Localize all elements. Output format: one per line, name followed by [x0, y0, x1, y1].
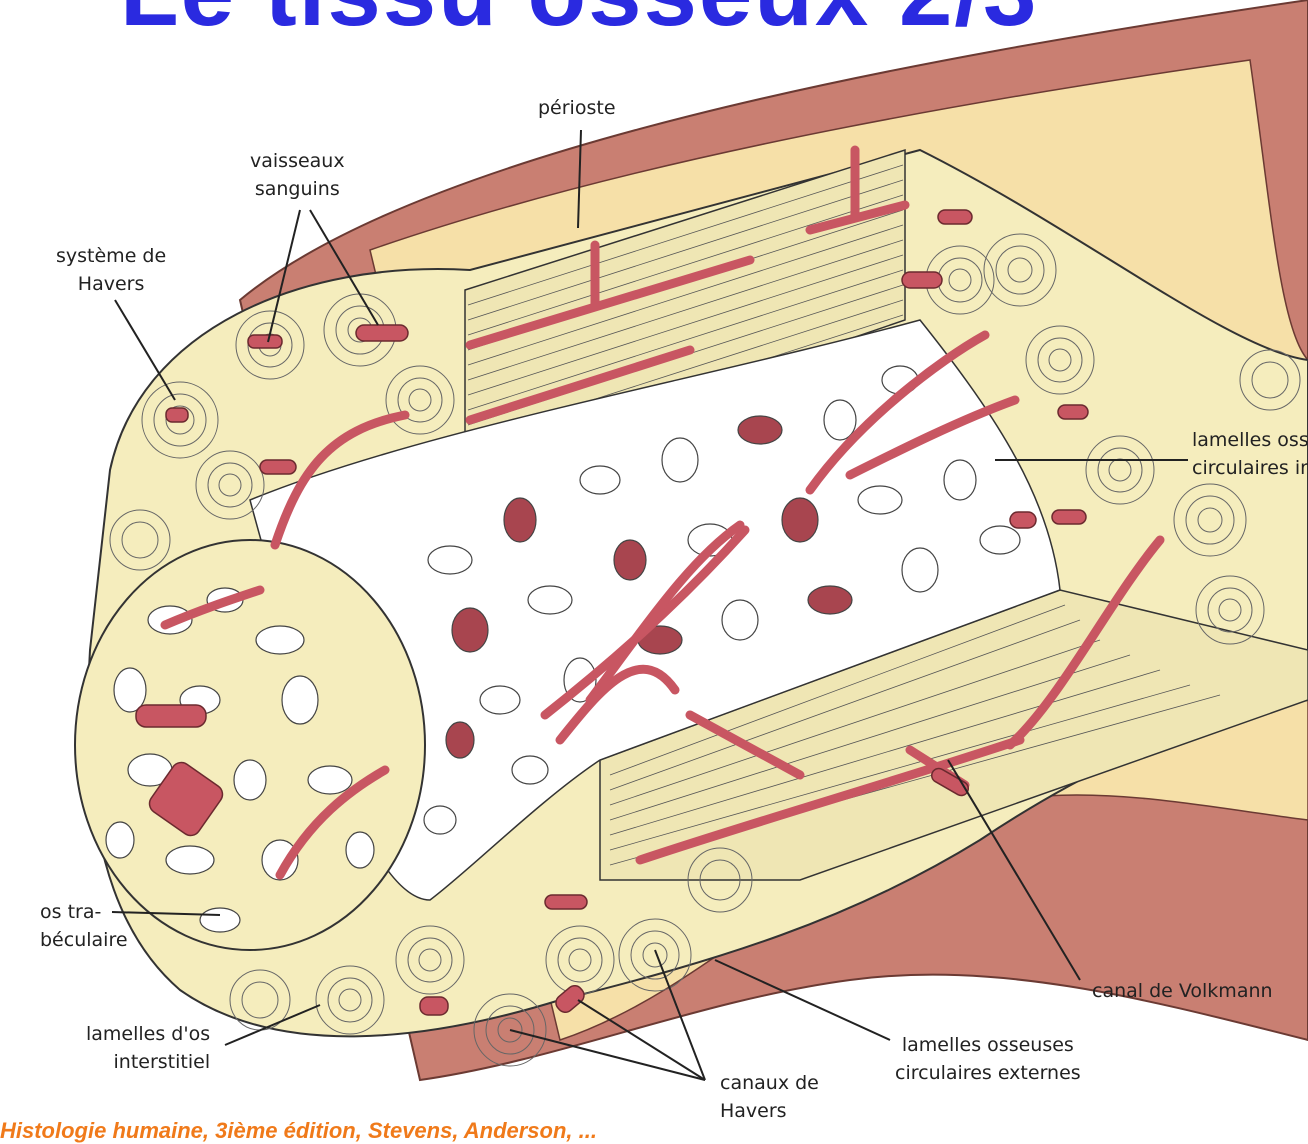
label-havers-system-line2: Havers — [56, 270, 166, 298]
label-vaisseaux-sanguins: vaisseaux sanguins — [250, 147, 345, 203]
label-lamelles-interstitiel: lamelles d'os interstitiel — [86, 1020, 210, 1076]
slide-title: Le tissu osseux 2/3 — [120, 0, 1038, 48]
label-havers-system: système de Havers — [56, 242, 166, 298]
label-perioste: périoste — [538, 94, 616, 122]
label-lamelles-int-line2: circulaires internes — [1192, 454, 1308, 482]
label-lamelles-externes: lamelles osseuses circulaires externes — [895, 1031, 1081, 1087]
label-canaux-havers: canaux de Havers — [720, 1069, 819, 1125]
label-canal-volkmann: canal de Volkmann — [1092, 977, 1273, 1005]
source-citation: Histologie humaine, 3ième édition, Steve… — [0, 1118, 597, 1144]
label-vaisseaux-line2: sanguins — [250, 175, 345, 203]
label-os-trabeculaire: os tra- béculaire — [40, 898, 128, 954]
cross-section-face — [75, 540, 425, 950]
label-havers-system-line1: système de — [56, 242, 166, 270]
label-canaux-line1: canaux de — [720, 1069, 819, 1097]
label-lamelles-ext-line2: circulaires externes — [895, 1059, 1081, 1087]
label-vaisseaux-line1: vaisseaux — [250, 147, 345, 175]
label-lamelles-int-line1: lamelles osseuses — [1192, 426, 1308, 454]
label-os-trab-line1: os tra- — [40, 898, 128, 926]
label-lamelles-ext-line1: lamelles osseuses — [895, 1031, 1081, 1059]
label-os-trab-line2: béculaire — [40, 926, 128, 954]
label-perioste-line1: périoste — [538, 94, 616, 122]
label-canaux-line2: Havers — [720, 1097, 819, 1125]
leader-havers-system — [115, 300, 175, 400]
label-volkmann-line1: canal de Volkmann — [1092, 977, 1273, 1005]
label-lamelles-internes: lamelles osseuses circulaires internes — [1192, 426, 1308, 482]
label-lamelles-inter-line1: lamelles d'os — [86, 1020, 210, 1048]
label-lamelles-inter-line2: interstitiel — [86, 1048, 210, 1076]
